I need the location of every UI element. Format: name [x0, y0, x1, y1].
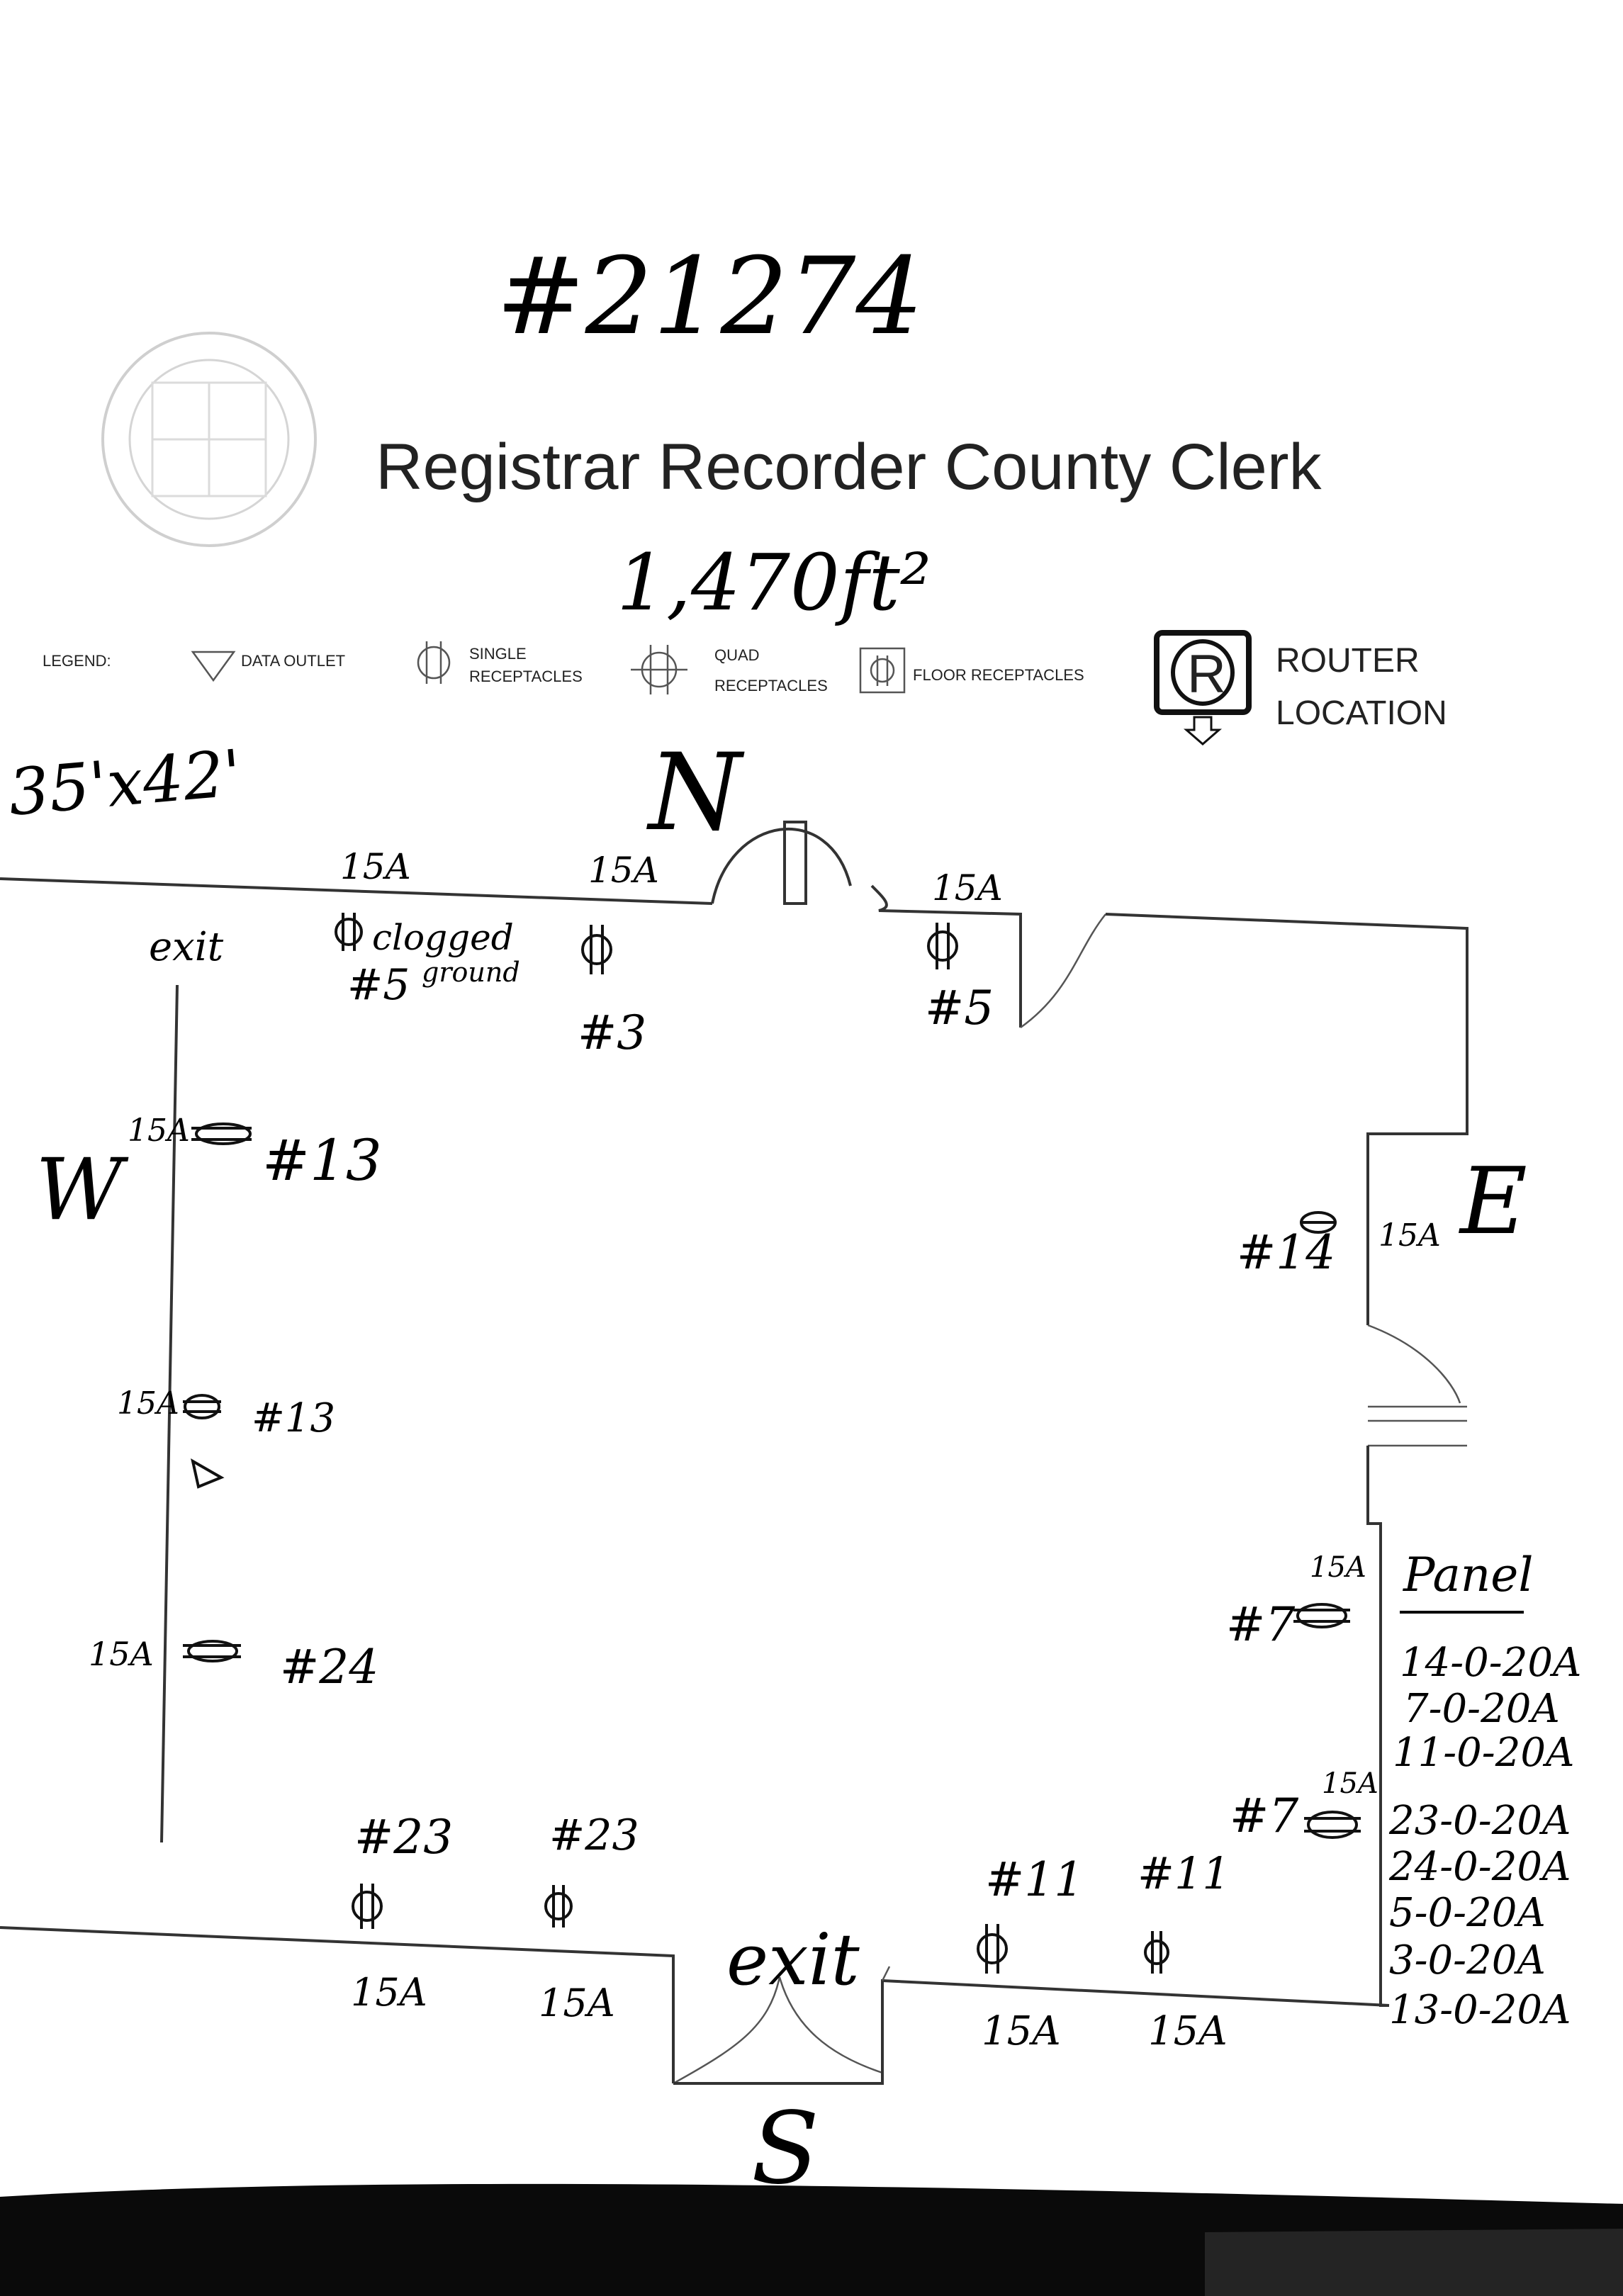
s4-circuit: #11 [1138, 1847, 1230, 1899]
quad-receptacle-icon [631, 645, 687, 694]
n3-circuit: #5 [925, 981, 994, 1035]
legend-router-line1: ROUTER [1276, 642, 1420, 680]
data-outlet-icon [191, 1458, 225, 1489]
receptacle-s2: #23 15A [539, 1811, 639, 2025]
router-location-icon: R [1154, 630, 1252, 745]
e2-circuit: #7 [1226, 1597, 1295, 1652]
compass-west: W [35, 1141, 129, 1239]
receptacle-n2: 15A #3 [578, 850, 659, 1060]
quad-receptacle-icon [187, 1640, 238, 1662]
single-receptacle-icon [581, 934, 612, 965]
single-receptacle-icon [335, 918, 363, 946]
legend-single-line1: SINGLE [469, 645, 527, 663]
s2-circuit: #23 [549, 1811, 639, 1860]
s1-circuit: #23 [354, 1810, 453, 1864]
receptacle-w1: 15A #13 [128, 1113, 382, 1193]
legend-floor: FLOOR RECEPTACLES [913, 666, 1084, 684]
w2-amp: 15A [117, 1385, 179, 1422]
page-title: Registrar Recorder County Clerk [376, 431, 1322, 503]
single-receptacle-icon [544, 1892, 573, 1920]
floor-receptacle-icon [859, 647, 906, 694]
n1-note-line2: ground [422, 957, 520, 988]
s4-amp: 15A [1148, 2008, 1228, 2054]
w1-amp: 15A [128, 1113, 190, 1149]
quad-receptacle-icon [195, 1122, 252, 1145]
room-dimensions: 35'x42' [6, 736, 245, 831]
receptacle-e3: 15A #7 [1230, 1767, 1378, 1843]
single-receptacle-icon [927, 930, 958, 962]
legend: LEGEND: DATA OUTLET SINGLE RECEPTACLES Q… [43, 630, 1447, 745]
n2-amp: 15A [588, 850, 659, 891]
legend-label: LEGEND: [43, 652, 111, 670]
receptacle-s1: #23 15A [351, 1810, 453, 2015]
quad-receptacle-icon [1307, 1811, 1358, 1839]
receptacle-s4: #11 15A [1138, 1847, 1230, 2054]
project-number: #21274 [496, 235, 923, 359]
e1-circuit: #14 [1237, 1225, 1335, 1280]
n1-amp: 15A [340, 846, 411, 887]
area-label: 1,470ft² [617, 537, 931, 628]
panel-title: Panel [1403, 1548, 1533, 1602]
n3-amp: 15A [932, 867, 1003, 908]
panel-entry: 14-0-20A [1400, 1640, 1581, 1686]
quad-receptacle-icon [1296, 1603, 1347, 1628]
receptacle-e2: 15A #7 [1226, 1551, 1366, 1652]
receptacle-w3: 15A #24 [89, 1635, 378, 1694]
w3-circuit: #24 [280, 1640, 378, 1694]
exit-label-south: exit [726, 1918, 860, 2001]
single-receptacle-icon [1144, 1940, 1169, 1965]
receptacle-n3: 15A #5 [925, 867, 1003, 1035]
receptacle-w2: 15A #13 [117, 1385, 335, 1489]
quad-receptacle-icon [184, 1394, 220, 1419]
panel-entry: 24-0-20A [1388, 1844, 1571, 1890]
legend-data-outlet: DATA OUTLET [241, 652, 345, 670]
compass-east: E [1459, 1147, 1527, 1255]
w1-circuit: #13 [262, 1127, 382, 1193]
legend-single-line2: RECEPTACLES [469, 668, 583, 685]
data-outlet-icon [191, 651, 236, 682]
panel-entry: 5-0-20A [1389, 1890, 1546, 1936]
receptacle-n1: 15A clogged #5 ground [335, 846, 520, 1010]
router-letter: R [1187, 644, 1226, 704]
e3-circuit: #7 [1230, 1789, 1298, 1843]
single-receptacle-icon [352, 1891, 383, 1922]
panel-entry: 11-0-20A [1393, 1730, 1574, 1776]
panel-entry: 23-0-20A [1388, 1798, 1571, 1844]
w2-circuit: #13 [252, 1395, 335, 1441]
w3-amp: 15A [89, 1635, 154, 1673]
s1-amp: 15A [351, 1970, 427, 2015]
compass-north: N [646, 731, 745, 855]
panel-entry: 7-0-20A [1403, 1686, 1560, 1732]
receptacle-e1: #14 15A [1237, 1211, 1441, 1280]
legend-router-line2: LOCATION [1276, 694, 1447, 732]
legend-quad-line2: RECEPTACLES [714, 677, 828, 694]
single-receptacle-icon [417, 641, 451, 684]
exit-label-north-west: exit [149, 924, 224, 970]
e2-amp: 15A [1310, 1551, 1366, 1584]
single-receptacle-icon [977, 1933, 1008, 1964]
s2-amp: 15A [539, 1981, 615, 2025]
panel-schedule: Panel 14-0-20A 7-0-20A 11-0-20A 23-0-20A… [1388, 1548, 1581, 2033]
n1-note-line1: clogged [372, 917, 514, 958]
county-seal-logo [101, 332, 317, 547]
panel-entry: 13-0-20A [1389, 1987, 1571, 2033]
room-walls [0, 821, 1468, 2085]
s3-circuit: #11 [985, 1852, 1084, 1907]
n1-circuit: #5 [347, 960, 410, 1010]
e1-amp: 15A [1378, 1217, 1441, 1254]
n2-circuit: #3 [578, 1006, 646, 1060]
e3-amp: 15A [1322, 1767, 1378, 1800]
s3-amp: 15A [982, 2008, 1061, 2054]
panel-entry: 3-0-20A [1389, 1937, 1546, 1983]
legend-quad-line1: QUAD [714, 646, 760, 664]
receptacle-s3: #11 15A [977, 1852, 1084, 2054]
